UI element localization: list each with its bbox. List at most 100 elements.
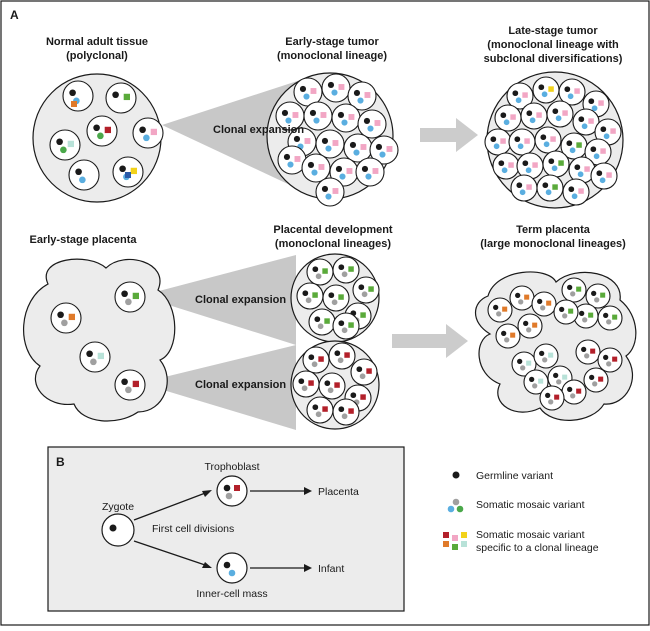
cell-14 bbox=[575, 339, 601, 365]
cell-1 bbox=[328, 342, 356, 370]
arrow-to-trophoblast bbox=[133, 491, 209, 521]
cell-14 bbox=[355, 157, 385, 187]
lineage-square bbox=[348, 322, 354, 328]
somatic-dot bbox=[305, 297, 312, 304]
germline-dot bbox=[548, 158, 555, 165]
zygote-label: Zygote bbox=[102, 501, 134, 513]
cell-0 bbox=[306, 258, 334, 286]
cell-2 bbox=[79, 341, 111, 373]
somatic-dot bbox=[315, 411, 322, 418]
somatic-dot bbox=[367, 125, 374, 132]
somatic-dot bbox=[541, 91, 548, 98]
lineage-square bbox=[546, 300, 552, 306]
lineage-square bbox=[568, 308, 574, 314]
somatic-dot bbox=[325, 193, 332, 200]
somatic-dot bbox=[567, 93, 574, 100]
cell-5 bbox=[520, 102, 548, 130]
germline-dot bbox=[567, 386, 573, 393]
germline-dot bbox=[603, 312, 609, 319]
germline-dot bbox=[600, 126, 607, 133]
early-tumor-title: Early-stage tumor bbox=[285, 36, 379, 48]
somatic-dot bbox=[594, 297, 600, 303]
somatic-dot bbox=[125, 298, 132, 306]
somatic-dot bbox=[90, 358, 97, 366]
infant-label: Infant bbox=[318, 563, 344, 575]
cell-4 bbox=[517, 313, 543, 339]
cell-2 bbox=[352, 276, 380, 304]
lineage-square bbox=[360, 394, 366, 400]
cell-18 bbox=[539, 385, 565, 411]
somatic-dot bbox=[341, 271, 348, 278]
germline-dot bbox=[337, 111, 345, 119]
lineage-square bbox=[125, 172, 131, 178]
somatic-dot bbox=[592, 381, 598, 387]
germline-dot bbox=[121, 378, 128, 386]
lineage-square bbox=[132, 292, 139, 300]
cell-4 bbox=[303, 101, 333, 131]
germline-dot bbox=[56, 138, 63, 146]
somatic-dot bbox=[311, 169, 318, 176]
lineage-square bbox=[123, 93, 130, 101]
germline-dot bbox=[308, 354, 315, 361]
germline-dot bbox=[307, 161, 315, 169]
lineage-square bbox=[334, 382, 340, 388]
germline-dot bbox=[603, 354, 609, 361]
cell-15 bbox=[597, 347, 623, 373]
lineage-square bbox=[548, 352, 554, 358]
germline-dot bbox=[564, 86, 571, 93]
germline-dot bbox=[539, 350, 545, 357]
panel-b-letter: B bbox=[56, 455, 65, 469]
lineage-square bbox=[360, 312, 366, 318]
legend-germline-label: Germline variant bbox=[476, 470, 553, 482]
lineage-square bbox=[508, 162, 514, 168]
germline-dot bbox=[591, 290, 597, 297]
lineage-square bbox=[600, 148, 606, 154]
somatic-dot bbox=[570, 291, 576, 297]
somatic-dot bbox=[529, 117, 536, 124]
lineage-square bbox=[318, 356, 324, 362]
cell-6 bbox=[546, 100, 574, 128]
germline-dot bbox=[69, 89, 76, 97]
somatic-dot bbox=[571, 193, 578, 200]
cell-7 bbox=[597, 305, 623, 331]
somatic-dot bbox=[520, 365, 526, 371]
cell-2 bbox=[558, 78, 586, 106]
germline-dot bbox=[338, 264, 345, 271]
lineage-square bbox=[510, 114, 516, 120]
early-tumor-cells bbox=[275, 73, 399, 207]
placental-development-title: Placental development bbox=[273, 224, 393, 236]
trophoblast-cell bbox=[216, 475, 248, 507]
somatic-dot bbox=[313, 117, 320, 124]
lineage-square bbox=[322, 268, 328, 274]
somatic-dot bbox=[357, 97, 364, 104]
germline-dot bbox=[540, 134, 547, 141]
lineage-square bbox=[308, 380, 314, 386]
somatic-dot bbox=[379, 151, 386, 158]
lineage-square bbox=[548, 86, 554, 92]
germline-dot bbox=[578, 116, 585, 123]
clonal-expansion-label-3: Clonal expansion bbox=[195, 379, 286, 391]
germline-dot bbox=[57, 311, 64, 319]
lineage-square bbox=[130, 167, 137, 175]
lineage-square bbox=[338, 294, 344, 300]
germline-dot bbox=[335, 165, 343, 173]
somatic-dot bbox=[501, 167, 508, 174]
somatic-dot bbox=[365, 173, 372, 180]
germline-dot bbox=[501, 330, 507, 337]
germline-dot bbox=[349, 141, 357, 149]
lineage-square bbox=[502, 306, 508, 312]
somatic-dot bbox=[606, 319, 612, 325]
lineage-square bbox=[132, 380, 139, 388]
arrowhead-placenta bbox=[304, 487, 312, 495]
germline-dot bbox=[590, 146, 597, 153]
somatic-dot bbox=[79, 176, 86, 184]
somatic-dot bbox=[493, 143, 500, 150]
late-tumor-title: Late-stage tumor bbox=[508, 25, 598, 37]
somatic-dot bbox=[325, 145, 332, 152]
somatic-dot bbox=[606, 361, 612, 367]
early-placenta-title: Early-stage placenta bbox=[30, 234, 138, 246]
germline-dot bbox=[338, 406, 345, 413]
germline-dot bbox=[553, 372, 559, 379]
placental-development-subtitle: (monoclonal lineages) bbox=[275, 238, 391, 250]
